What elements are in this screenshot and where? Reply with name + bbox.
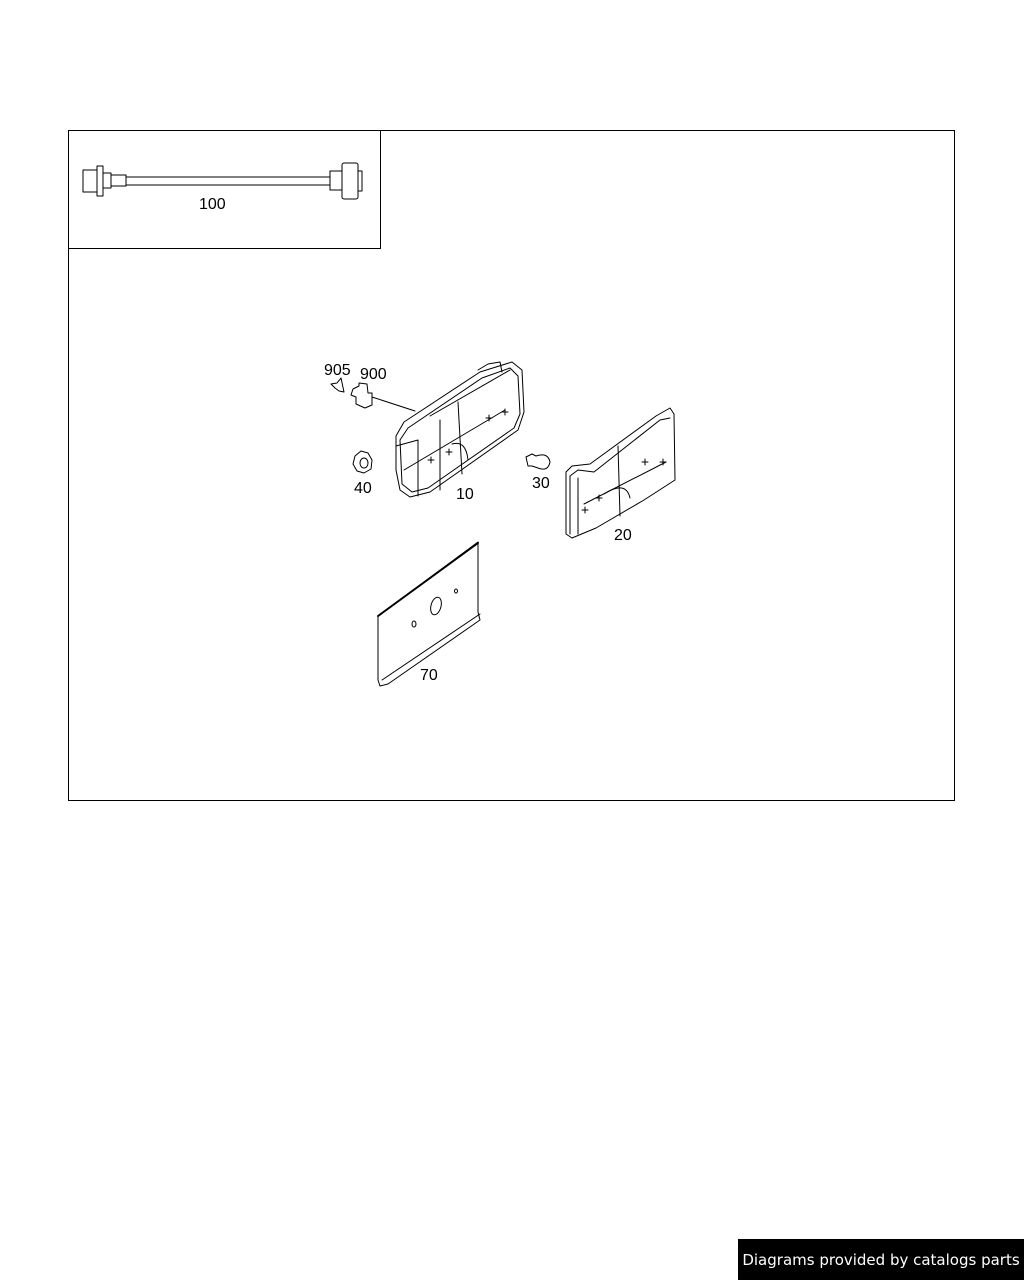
- lamp-housing-part-10[interactable]: [395, 361, 525, 498]
- callout-30: 30: [532, 475, 550, 492]
- cable-part-100[interactable]: [82, 162, 363, 200]
- callout-100: 100: [199, 196, 226, 213]
- lamp-lens-part-20[interactable]: [565, 407, 676, 539]
- plate-part-70[interactable]: [377, 541, 481, 687]
- callout-70: 70: [420, 667, 438, 684]
- screw-part-905[interactable]: [330, 377, 345, 393]
- callout-10: 10: [456, 486, 474, 503]
- nut-part-40[interactable]: [352, 450, 373, 474]
- callout-900: 900: [360, 366, 387, 383]
- bulb-part-30[interactable]: [525, 453, 551, 470]
- callout-905: 905: [324, 362, 351, 379]
- callout-40: 40: [354, 480, 372, 497]
- attribution-text: Diagrams provided by catalogs parts: [742, 1250, 1020, 1269]
- attribution-banner: Diagrams provided by catalogs parts: [738, 1239, 1024, 1280]
- inset-box: [68, 130, 381, 249]
- callout-20: 20: [614, 527, 632, 544]
- connector-part-900[interactable]: [350, 382, 416, 412]
- diagram-frame: [68, 130, 955, 801]
